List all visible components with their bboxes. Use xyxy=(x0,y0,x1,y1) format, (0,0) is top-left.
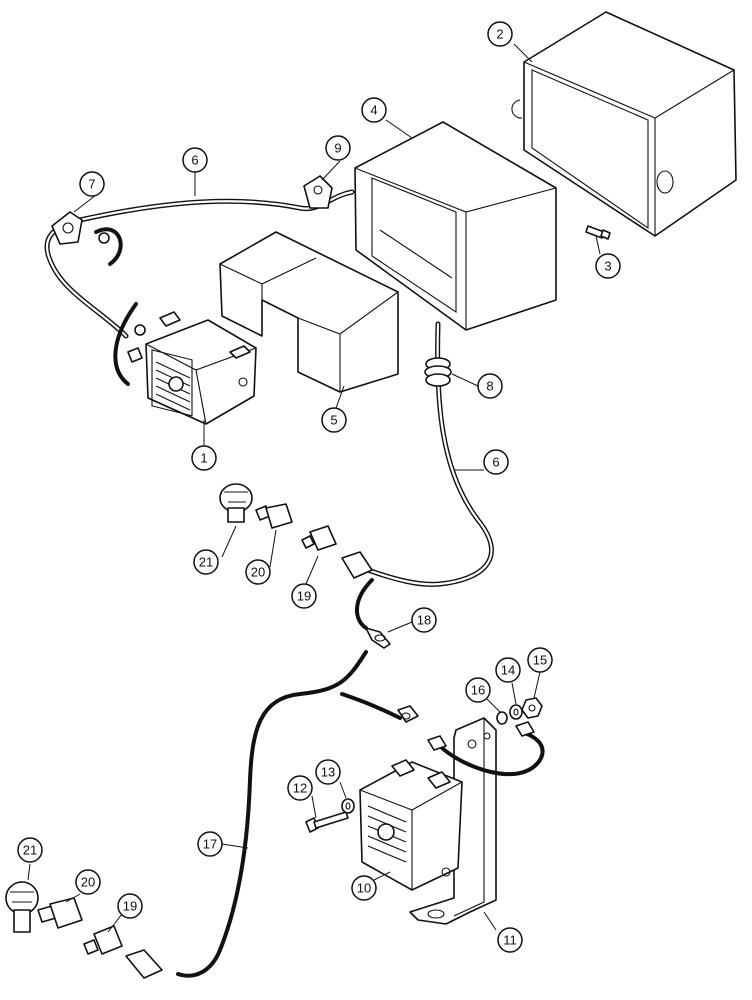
svg-text:9: 9 xyxy=(334,141,341,156)
svg-text:11: 11 xyxy=(503,933,517,948)
callout-13: 13 xyxy=(315,759,341,785)
svg-text:21: 21 xyxy=(23,843,37,858)
svg-text:6: 6 xyxy=(191,153,198,168)
callout-11: 11 xyxy=(497,927,523,953)
svg-text:2: 2 xyxy=(496,27,503,42)
svg-text:18: 18 xyxy=(417,613,431,628)
callout-14: 14 xyxy=(495,657,521,683)
callout-17: 17 xyxy=(197,831,223,857)
svg-text:6: 6 xyxy=(492,455,499,470)
svg-text:5: 5 xyxy=(330,413,337,428)
leader-lines xyxy=(27,43,601,933)
fitting-19-upper xyxy=(301,525,337,551)
fittings-upper xyxy=(219,483,337,551)
callout-8: 8 xyxy=(477,373,503,399)
svg-text:16: 16 xyxy=(471,683,485,698)
callout-15: 15 xyxy=(527,647,553,673)
clip-7 xyxy=(51,211,83,245)
callout-16: 16 xyxy=(465,677,491,703)
washer-16 xyxy=(496,711,508,725)
callout-6-lower: 6 xyxy=(483,449,509,475)
svg-text:3: 3 xyxy=(604,259,611,274)
callout-9: 9 xyxy=(325,135,351,161)
svg-text:4: 4 xyxy=(370,103,377,118)
alarm-lower xyxy=(359,759,463,891)
svg-text:12: 12 xyxy=(293,781,307,796)
ring-terminal-upper xyxy=(98,232,146,363)
callout-1: 1 xyxy=(191,445,217,471)
alarm-upper xyxy=(145,311,257,425)
callout-10: 10 xyxy=(351,875,377,901)
svg-text:19: 19 xyxy=(123,899,137,914)
fitting-21-upper xyxy=(219,483,253,523)
callout-21-lower: 21 xyxy=(17,837,43,863)
ring-terminal-18 xyxy=(365,627,391,649)
callout-2: 2 xyxy=(487,21,513,47)
foam-insulator xyxy=(219,231,399,393)
svg-text:19: 19 xyxy=(297,589,311,604)
lead-17 xyxy=(176,650,419,978)
svg-text:13: 13 xyxy=(321,765,335,780)
callout-5: 5 xyxy=(321,407,347,433)
grommet-8 xyxy=(424,357,452,387)
harness-lower xyxy=(341,321,494,630)
svg-text:20: 20 xyxy=(251,565,265,580)
connector-plug-lower xyxy=(125,949,163,979)
svg-text:8: 8 xyxy=(486,379,493,394)
callout-18: 18 xyxy=(411,607,437,633)
callout-19-upper: 19 xyxy=(291,583,317,609)
inner-housing xyxy=(354,121,557,331)
nut-15 xyxy=(521,697,543,719)
callout-20-lower: 20 xyxy=(75,869,101,895)
bolt-12 xyxy=(305,811,349,833)
callout-20-upper: 20 xyxy=(245,559,271,585)
fitting-20-lower xyxy=(37,897,83,929)
svg-text:14: 14 xyxy=(501,663,515,678)
fitting-20-upper xyxy=(255,503,293,529)
svg-text:1: 1 xyxy=(200,451,207,466)
screw xyxy=(585,225,611,240)
harness-upper xyxy=(44,175,355,386)
svg-text:17: 17 xyxy=(203,837,217,852)
fittings-lower xyxy=(5,881,163,979)
svg-text:15: 15 xyxy=(533,653,547,668)
callout-7: 7 xyxy=(79,171,105,197)
callout-3: 3 xyxy=(595,253,621,279)
callout-6-upper: 6 xyxy=(182,147,208,173)
callout-4: 4 xyxy=(361,97,387,123)
callout-19-lower: 19 xyxy=(117,893,143,919)
svg-text:21: 21 xyxy=(199,555,213,570)
clip-9 xyxy=(303,175,333,209)
svg-text:7: 7 xyxy=(88,177,95,192)
callout-21-upper: 21 xyxy=(193,549,219,575)
fitting-19-lower xyxy=(83,925,123,955)
washer-13 xyxy=(341,798,355,814)
svg-text:10: 10 xyxy=(357,881,371,896)
callout-12: 12 xyxy=(287,775,313,801)
ground-lead xyxy=(427,721,545,777)
cover-box xyxy=(511,11,737,237)
fitting-21-lower xyxy=(5,881,39,933)
lockwasher-14 xyxy=(509,704,523,720)
svg-text:20: 20 xyxy=(81,875,95,890)
